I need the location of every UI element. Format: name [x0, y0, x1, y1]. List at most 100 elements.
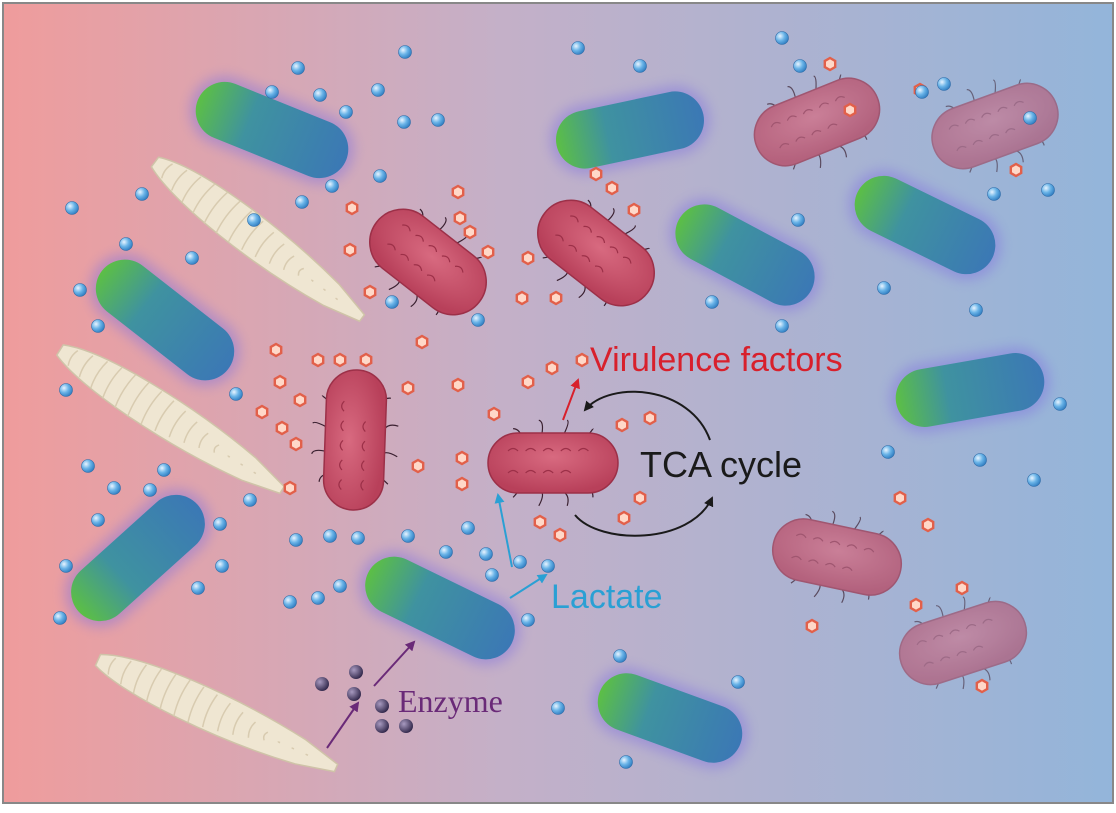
enzyme-label: Enzyme	[398, 683, 503, 719]
lactate-sphere-icon	[633, 59, 647, 73]
virulence-factor-icon	[823, 56, 837, 72]
pathogen-bacteria-group	[311, 74, 1059, 690]
virulence-factor-icon	[273, 374, 287, 390]
virulence-factor-icon	[343, 242, 357, 258]
lactate-sphere-icon	[59, 559, 73, 573]
lactate-sphere-icon	[775, 31, 789, 45]
virulence-factors-label: Virulence factors	[590, 341, 843, 379]
lactate-sphere-icon	[571, 41, 585, 55]
enzyme-group	[315, 665, 413, 733]
lactate-sphere-icon	[471, 313, 485, 327]
lactate-sphere-icon	[439, 545, 453, 559]
virulence-factor-group	[255, 56, 1023, 694]
lactate-sphere-icon	[401, 529, 415, 543]
virulence-factor-icon	[515, 290, 529, 306]
lactate-arrow-up	[494, 493, 513, 568]
lactate-sphere-icon	[881, 445, 895, 459]
lactate-sphere-icon	[619, 755, 633, 769]
virulence-factor-icon	[533, 514, 547, 530]
virulence-factor-icon	[843, 102, 857, 118]
virulence-factor-icon	[521, 250, 535, 266]
lactate-sphere-icon	[551, 701, 565, 715]
lactate-sphere-icon	[705, 295, 719, 309]
virulence-factor-icon	[311, 352, 325, 368]
lactate-sphere-icon	[541, 559, 555, 573]
enzyme-sphere-icon	[399, 719, 413, 733]
lactate-sphere-icon	[461, 521, 475, 535]
lactate-sphere-icon	[295, 195, 309, 209]
tca-cycle-arrow-bottom	[574, 496, 714, 537]
lactate-sphere-icon	[119, 237, 133, 251]
probiotic-rod-icon	[889, 347, 1051, 433]
virulence-factor-icon	[453, 210, 467, 226]
virulence-factor-icon	[333, 352, 347, 368]
lactate-group	[53, 31, 1067, 769]
virulence-factor-icon	[615, 417, 629, 433]
lactate-label: Lactate	[551, 578, 663, 616]
lactate-sphere-icon	[1053, 397, 1067, 411]
lactate-sphere-icon	[81, 459, 95, 473]
virulence-factor-icon	[411, 458, 425, 474]
pathogen-rod-icon	[898, 596, 1028, 690]
tca-cycle-arrow-top	[583, 390, 711, 441]
pathogen-rod-icon	[753, 74, 881, 170]
lactate-sphere-icon	[877, 281, 891, 295]
virulence-factor-icon	[909, 597, 923, 613]
lactate-sphere-icon	[333, 579, 347, 593]
lactate-sphere-icon	[265, 85, 279, 99]
lactate-sphere-icon	[65, 201, 79, 215]
larva-icon	[94, 653, 339, 773]
lactate-sphere-icon	[143, 483, 157, 497]
enzyme-sphere-icon	[375, 719, 389, 733]
larva-icon	[55, 344, 286, 495]
lactate-sphere-icon	[371, 83, 385, 97]
virulence-factor-icon	[255, 404, 269, 420]
probiotic-rod-icon	[65, 488, 211, 628]
probiotic-rod-icon	[359, 550, 521, 666]
virulence-factor-icon	[975, 678, 989, 694]
lactate-sphere-icon	[311, 591, 325, 605]
lactate-sphere-icon	[339, 105, 353, 119]
lactate-sphere-icon	[775, 319, 789, 333]
virulence-factor-icon	[269, 342, 283, 358]
pathogen-rod-icon	[537, 199, 655, 307]
virulence-factor-icon	[293, 392, 307, 408]
probiotic-rod-icon	[89, 253, 241, 387]
lactate-sphere-icon	[1023, 111, 1037, 125]
lactate-sphere-icon	[325, 179, 339, 193]
probiotic-rod-icon	[848, 169, 1002, 281]
lactate-sphere-icon	[373, 169, 387, 183]
lactate-sphere-icon	[323, 529, 337, 543]
lactate-sphere-icon	[398, 45, 412, 59]
lactate-sphere-icon	[135, 187, 149, 201]
virulence-factor-icon	[633, 490, 647, 506]
lactate-sphere-icon	[1041, 183, 1055, 197]
virulence-factor-icon	[345, 200, 359, 216]
virulence-factor-icon	[289, 436, 303, 452]
virulence-factor-icon	[415, 334, 429, 350]
probiotic-bacteria-group	[65, 75, 1051, 769]
arrows-group	[326, 378, 714, 749]
lactate-sphere-icon	[73, 283, 87, 297]
lactate-sphere-icon	[987, 187, 1001, 201]
virulence-factor-icon	[481, 244, 495, 260]
lactate-sphere-icon	[283, 595, 297, 609]
lactate-sphere-icon	[385, 295, 399, 309]
lactate-sphere-icon	[215, 559, 229, 573]
lactate-sphere-icon	[107, 481, 121, 495]
tca-cycle-label: TCA cycle	[640, 444, 803, 485]
virulence-factor-icon	[1009, 162, 1023, 178]
virulence-factor-icon	[627, 202, 641, 218]
virulence-factor-icon	[401, 380, 415, 396]
lactate-sphere-icon	[247, 213, 261, 227]
lactate-sphere-icon	[793, 59, 807, 73]
virulence-factor-icon	[893, 490, 907, 506]
virulence-factor-icon	[363, 284, 377, 300]
pathogen-rod-icon	[931, 78, 1059, 173]
virulence-factor-icon	[545, 360, 559, 376]
enzyme-sphere-icon	[347, 687, 361, 701]
lactate-sphere-icon	[53, 611, 67, 625]
larva-icon	[150, 156, 366, 323]
virulence-factor-icon	[575, 352, 589, 368]
